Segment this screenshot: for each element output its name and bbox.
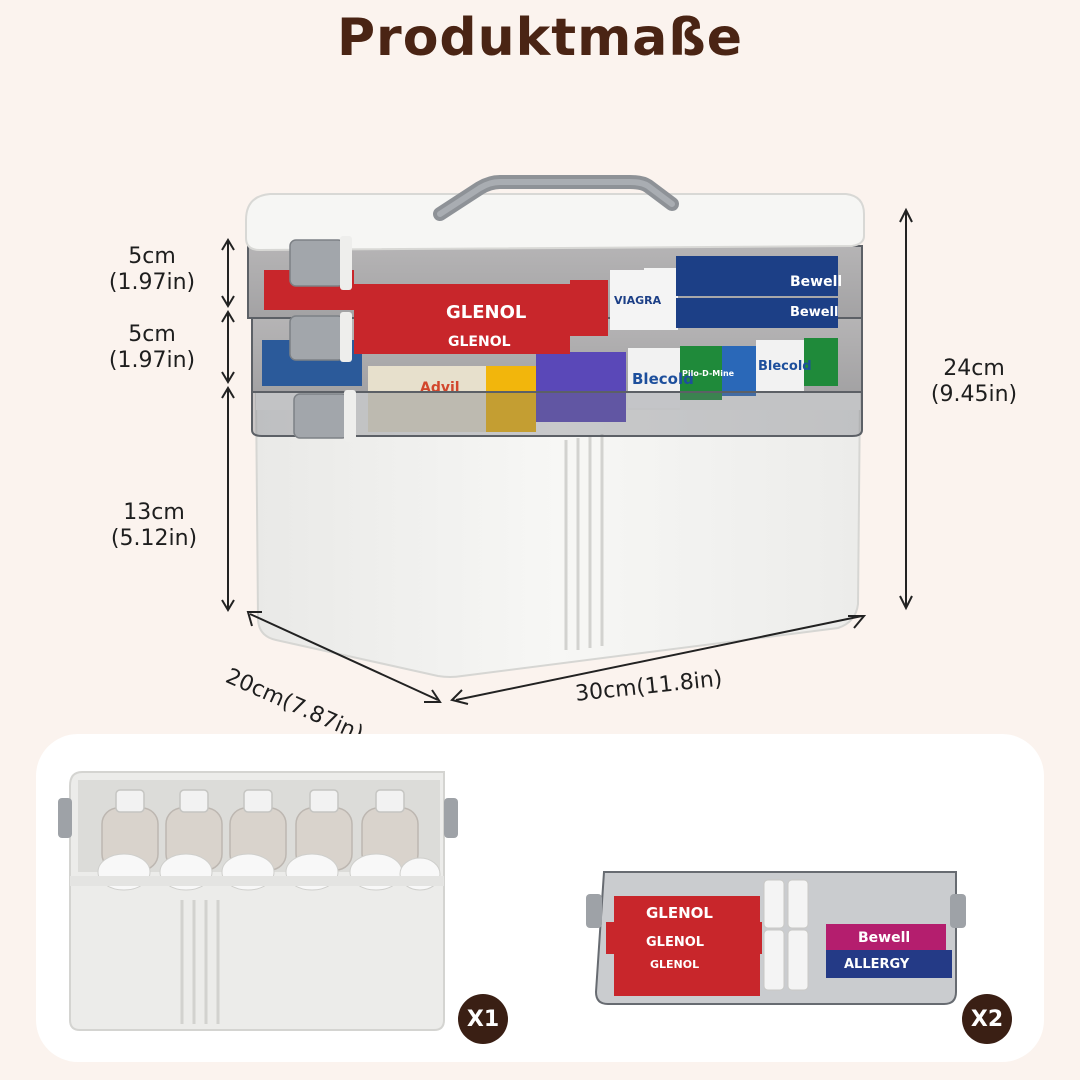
pilo-label: Pilo-D-Mine bbox=[682, 369, 735, 378]
dimension-arrows bbox=[221, 207, 913, 705]
middle-tray: Advil Blecold Blecold Pilo-D-Mine bbox=[251, 317, 863, 437]
blecold-label: Blecold bbox=[632, 370, 694, 388]
tray-allergy-label: ALLERGY bbox=[844, 957, 910, 972]
viagra-label: VIAGRA bbox=[614, 294, 662, 307]
top-tray: GLENOL GLENOL VIAGRA Bewell Bewell bbox=[247, 245, 863, 354]
base-quantity-badge: X1 bbox=[458, 994, 508, 1044]
lid bbox=[245, 175, 865, 252]
bewell-label: Bewell bbox=[790, 274, 842, 290]
page-title: Produktmaße bbox=[336, 8, 744, 68]
tray-bewell-label: Bewell bbox=[858, 930, 910, 946]
glenol-label-2: GLENOL bbox=[448, 334, 511, 350]
tray-component: GLENOL GLENOL GLENOL Bewell ALLERGY bbox=[586, 871, 966, 1005]
top-tray-height-label: 5cm (1.97in) bbox=[108, 244, 196, 295]
base-component bbox=[58, 771, 458, 1031]
tray-glenol-label-2: GLENOL bbox=[646, 935, 704, 950]
latches bbox=[289, 239, 349, 439]
middle-tray-height-label: 5cm (1.97in) bbox=[108, 322, 196, 373]
tray-glenol-label-3: GLENOL bbox=[650, 958, 699, 971]
bewell-label-2: Bewell bbox=[790, 305, 838, 320]
tray-glenol-label: GLENOL bbox=[646, 904, 713, 922]
base-height-label: 13cm (5.12in) bbox=[110, 500, 198, 551]
blecold-label-2: Blecold bbox=[758, 359, 812, 374]
glenol-label: GLENOL bbox=[446, 302, 526, 323]
main-box-illustration: Advil Blecold Blecold Pilo-D-Mine GLENOL… bbox=[221, 175, 913, 705]
total-height-label: 24cm (9.45in) bbox=[930, 356, 1018, 407]
tray-quantity-badge: X2 bbox=[962, 994, 1012, 1044]
